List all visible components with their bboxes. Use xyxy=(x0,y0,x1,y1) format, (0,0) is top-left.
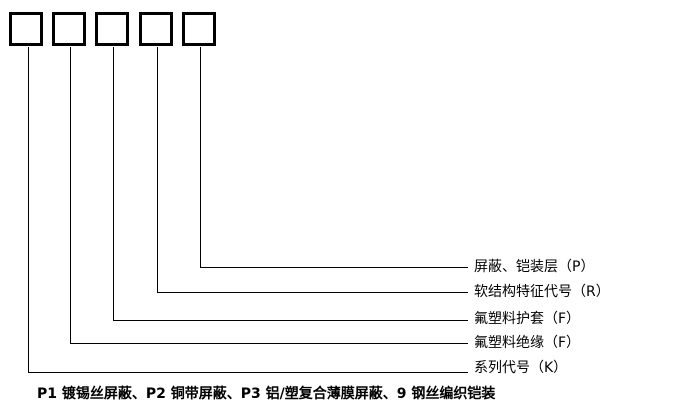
code-box-3 xyxy=(95,12,129,46)
label-fluoroplastic-insulation: 氟塑料绝缘（F） xyxy=(474,335,581,351)
connector-vertical-5 xyxy=(200,47,201,268)
connector-vertical-3 xyxy=(113,47,114,321)
code-box-4 xyxy=(139,12,173,46)
label-fluoroplastic-sheath: 氟塑料护套（F） xyxy=(474,311,581,327)
connector-horizontal-3 xyxy=(113,320,468,321)
connector-vertical-2 xyxy=(70,47,71,344)
code-box-1 xyxy=(9,12,43,46)
footer-note: P1 镀锡丝屏蔽、P2 铜带屏蔽、P3 铝/塑复合薄膜屏蔽、9 钢丝编织铠装 xyxy=(37,386,496,402)
connector-horizontal-5 xyxy=(200,267,468,268)
code-box-5 xyxy=(182,12,216,46)
label-shield-armor: 屏蔽、铠装层（P） xyxy=(474,259,595,275)
connector-horizontal-2 xyxy=(70,343,468,344)
connector-vertical-1 xyxy=(28,47,29,373)
label-series-code: 系列代号（K） xyxy=(474,360,568,376)
code-box-2 xyxy=(52,12,86,46)
connector-vertical-4 xyxy=(157,47,158,293)
label-soft-structure: 软结构特征代号（R） xyxy=(474,284,610,300)
connector-horizontal-4 xyxy=(157,292,468,293)
connector-horizontal-1 xyxy=(28,372,468,373)
